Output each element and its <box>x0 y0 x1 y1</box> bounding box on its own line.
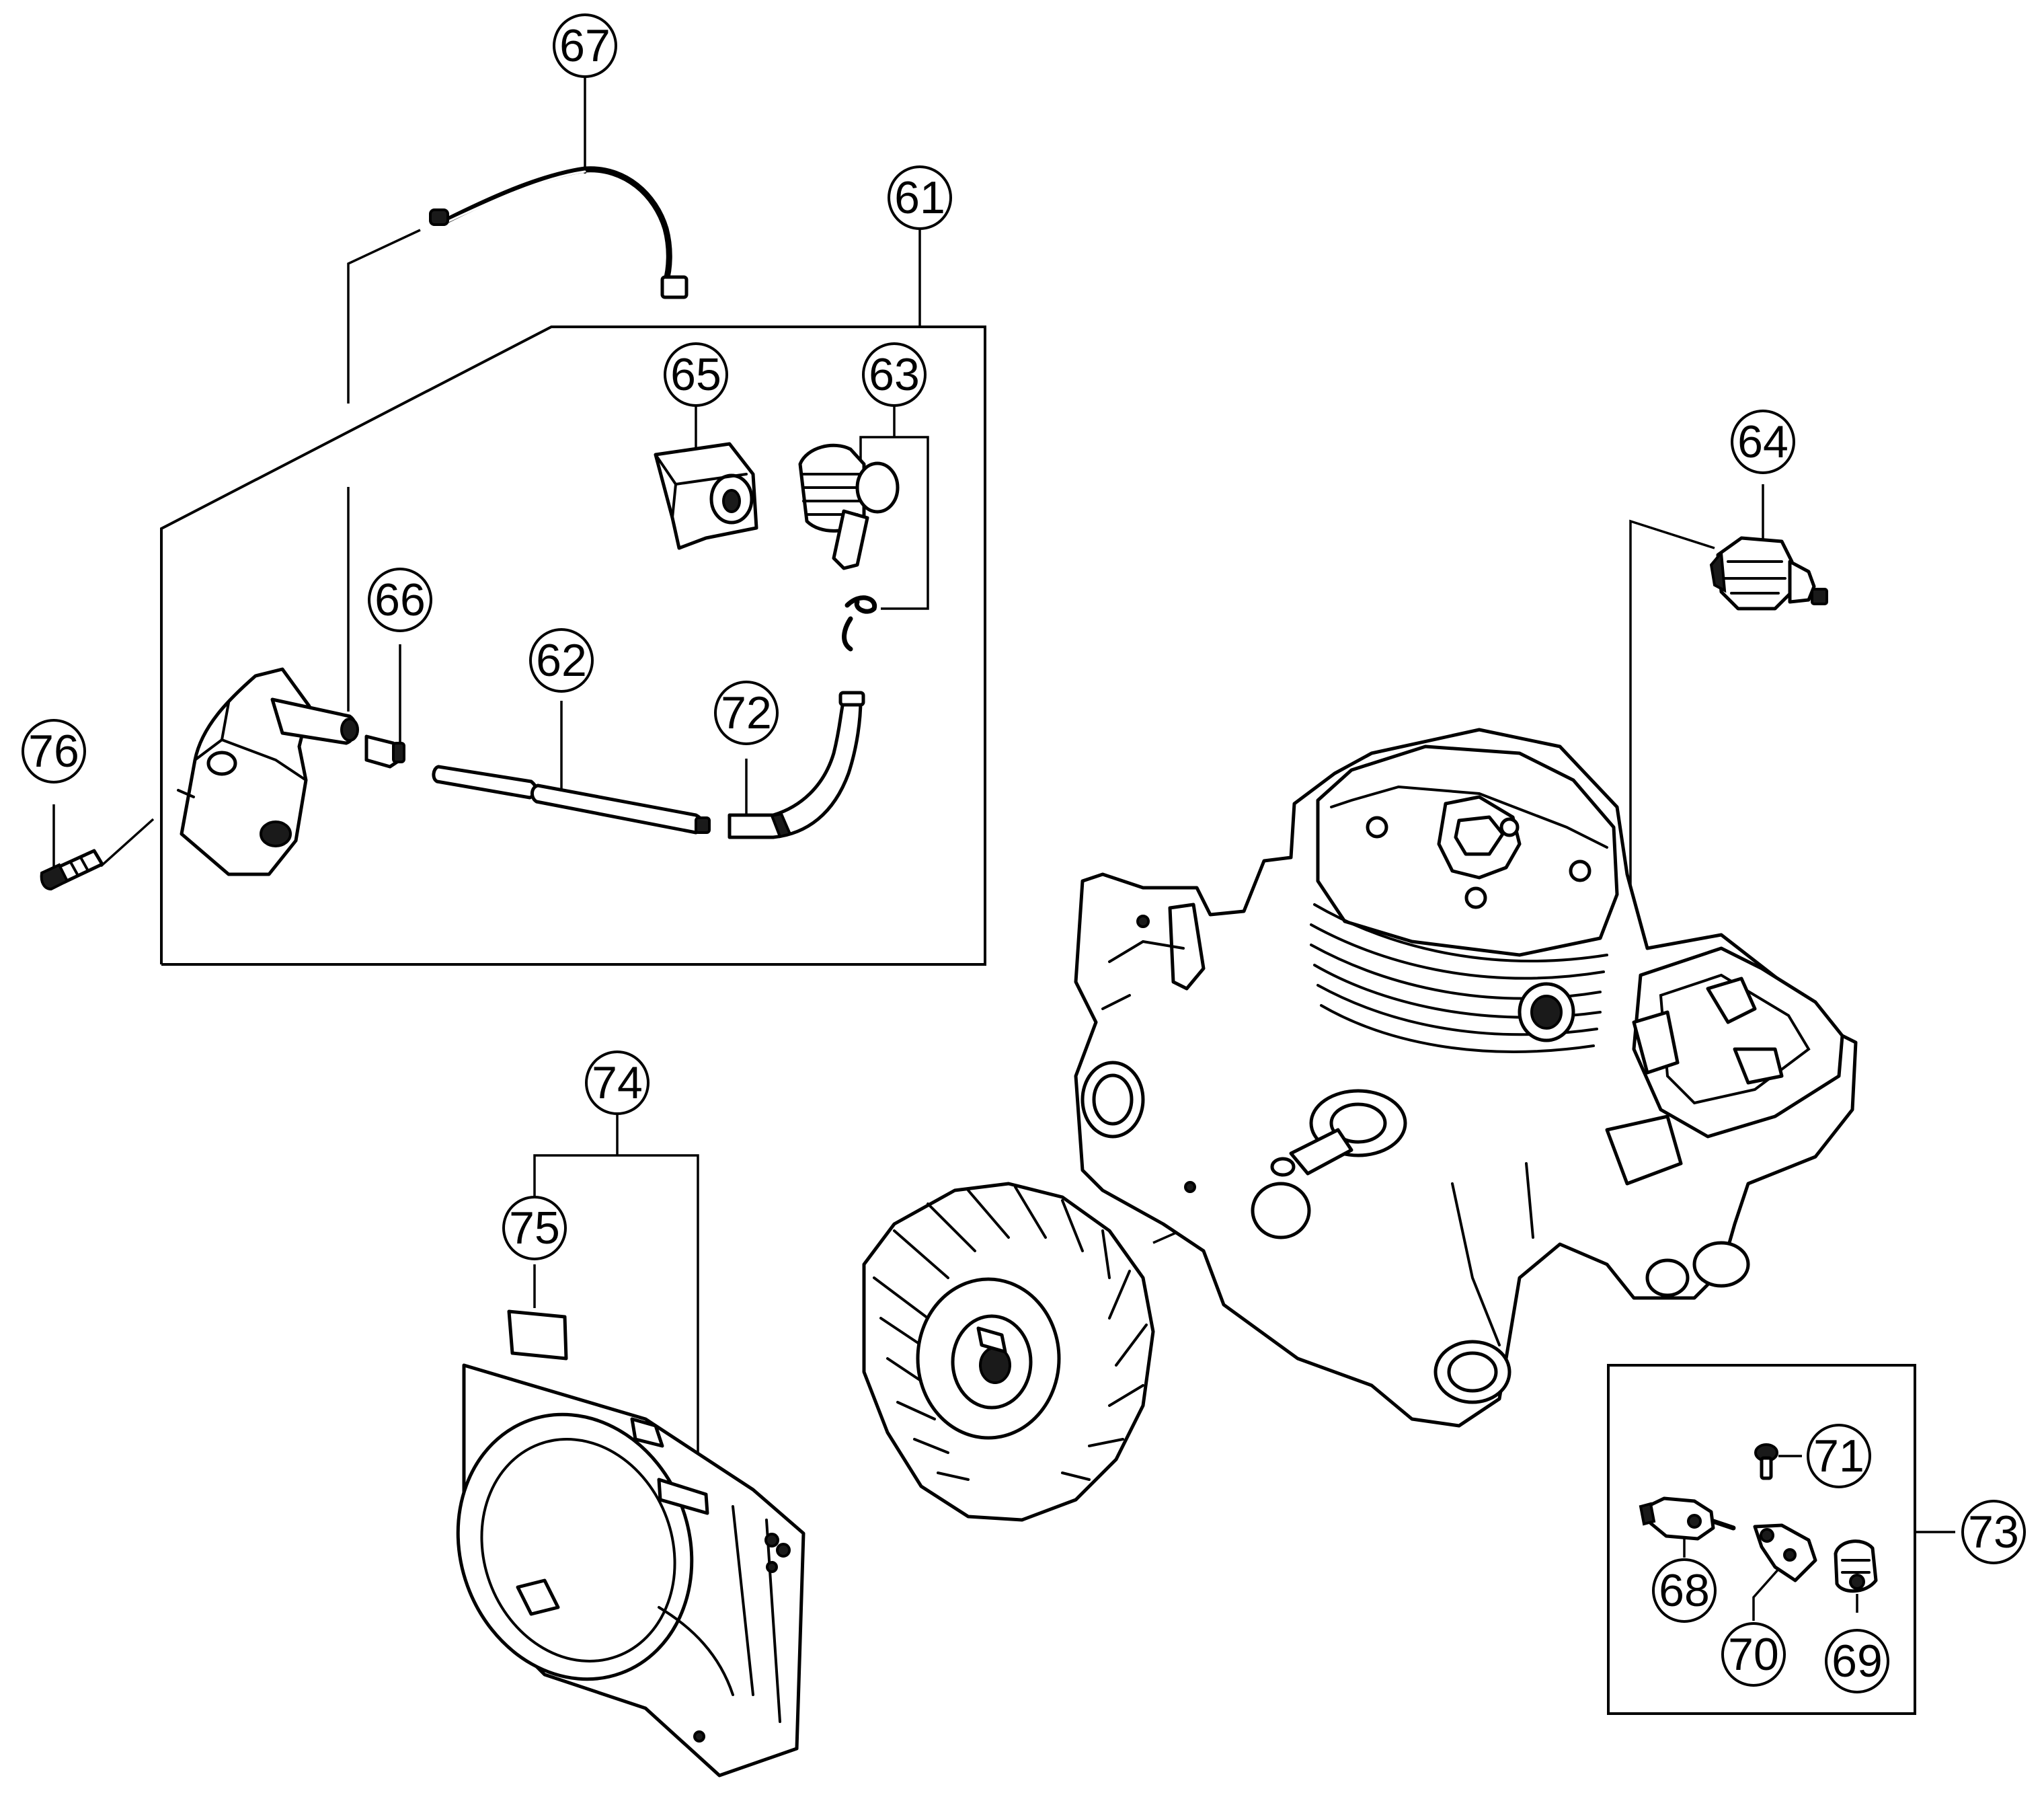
adjuster-screw-68 <box>1639 1496 1736 1541</box>
callout-69: 69 <box>1825 1629 1889 1693</box>
svg-text:64: 64 <box>1737 416 1788 467</box>
svg-text:65: 65 <box>670 349 721 400</box>
svg-text:70: 70 <box>1728 1629 1779 1680</box>
leader-lines <box>52 77 1955 1621</box>
oil-pump-fitting <box>364 734 405 769</box>
callout-75: 75 <box>502 1196 567 1260</box>
svg-text:75: 75 <box>509 1202 560 1254</box>
oil-hose <box>432 765 711 835</box>
callout-74: 74 <box>585 1050 650 1115</box>
ignition-wire-lead <box>429 166 689 299</box>
oil-pump-worm-gear <box>798 443 900 570</box>
callout-65: 65 <box>664 342 728 407</box>
svg-text:63: 63 <box>869 349 920 400</box>
group-box-73 <box>1607 1364 1916 1715</box>
spark-plug <box>1709 536 1828 611</box>
svg-text:67: 67 <box>559 20 611 71</box>
adjuster-plate-70 <box>1753 1523 1817 1582</box>
callout-72: 72 <box>714 681 779 745</box>
fan-housing-cover <box>456 1363 805 1777</box>
callout-67: 67 <box>553 13 617 78</box>
svg-text:74: 74 <box>592 1057 643 1108</box>
callout-62: 62 <box>529 628 594 693</box>
instruction-label <box>507 1309 568 1361</box>
screw-76 <box>40 849 104 891</box>
adjuster-nut-69 <box>1834 1539 1878 1593</box>
callout-61: 61 <box>888 165 952 230</box>
group-box-61 <box>160 326 986 966</box>
svg-text:68: 68 <box>1659 1565 1710 1616</box>
oil-pump-spring <box>842 595 877 652</box>
svg-text:62: 62 <box>536 635 587 686</box>
callout-76: 76 <box>22 719 86 783</box>
svg-text:61: 61 <box>894 172 945 223</box>
callout-66: 66 <box>368 568 432 632</box>
svg-text:73: 73 <box>1968 1506 2019 1558</box>
callout-70: 70 <box>1721 1622 1786 1687</box>
svg-text:72: 72 <box>721 687 772 738</box>
callout-63: 63 <box>862 342 927 407</box>
oil-pump-bracket <box>654 442 758 550</box>
callout-64: 64 <box>1731 410 1795 474</box>
engine-crankcase <box>1074 728 1858 1428</box>
callout-68: 68 <box>1652 1558 1717 1623</box>
callout-73: 73 <box>1961 1500 2026 1564</box>
svg-text:76: 76 <box>28 726 79 777</box>
flywheel <box>862 1182 1155 1522</box>
svg-text:71: 71 <box>1813 1430 1864 1482</box>
svg-text:69: 69 <box>1832 1636 1883 1687</box>
oil-pump-housing <box>177 667 359 876</box>
callout-71: 71 <box>1807 1424 1871 1488</box>
svg-text:66: 66 <box>375 574 426 625</box>
oil-hose-curved <box>728 691 865 839</box>
screw-71 <box>1754 1443 1778 1480</box>
